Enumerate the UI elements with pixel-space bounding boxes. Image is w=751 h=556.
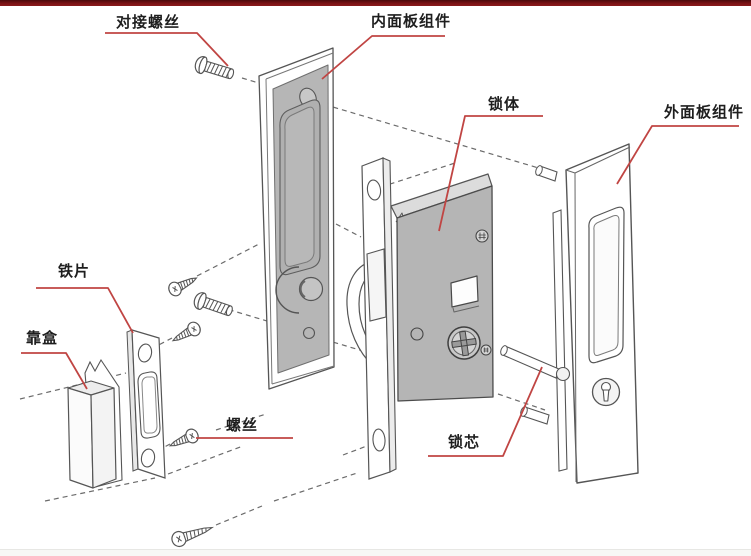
label-screw: 螺丝 [226,416,259,434]
bottom-strip [0,549,751,556]
label-lock-body: 锁体 [488,95,521,113]
keyhole-icon [591,377,621,407]
label-strike-box: 靠盒 [26,329,59,347]
bottom-screw [169,519,216,549]
spindle-stub-bottom [520,406,550,425]
label-butt-screw: 对接螺丝 [116,13,181,31]
lock-faceplate [361,157,397,480]
label-lock-cylinder: 锁芯 [448,433,481,451]
leader-lines [21,32,739,457]
label-outer-panel: 外面板组件 [664,103,745,121]
inner-panel-assembly [258,47,335,390]
body-screw-boss [475,229,489,243]
lock-cylinder-rod [500,345,571,382]
label-iron-plate: 铁片 [58,262,91,280]
outer-panel-backplate [552,209,568,472]
spindle-square-hole [450,275,479,308]
tap-screw-upper [165,271,201,299]
labelled-screw [166,426,201,453]
cylinder-rosette [447,326,481,360]
lock-body [390,173,494,402]
strike-box [67,380,117,489]
outer-panel-assembly [565,143,639,484]
butt-screw-top [192,54,237,84]
thumb-turn-knob [298,276,324,302]
spindle-stub-top [535,165,558,182]
label-inner-panel: 内面板组件 [371,12,452,30]
tap-screw-pan [169,319,204,348]
iron-plate [126,329,166,479]
top-border-bar [0,0,751,6]
butt-screw-middle [191,290,236,321]
